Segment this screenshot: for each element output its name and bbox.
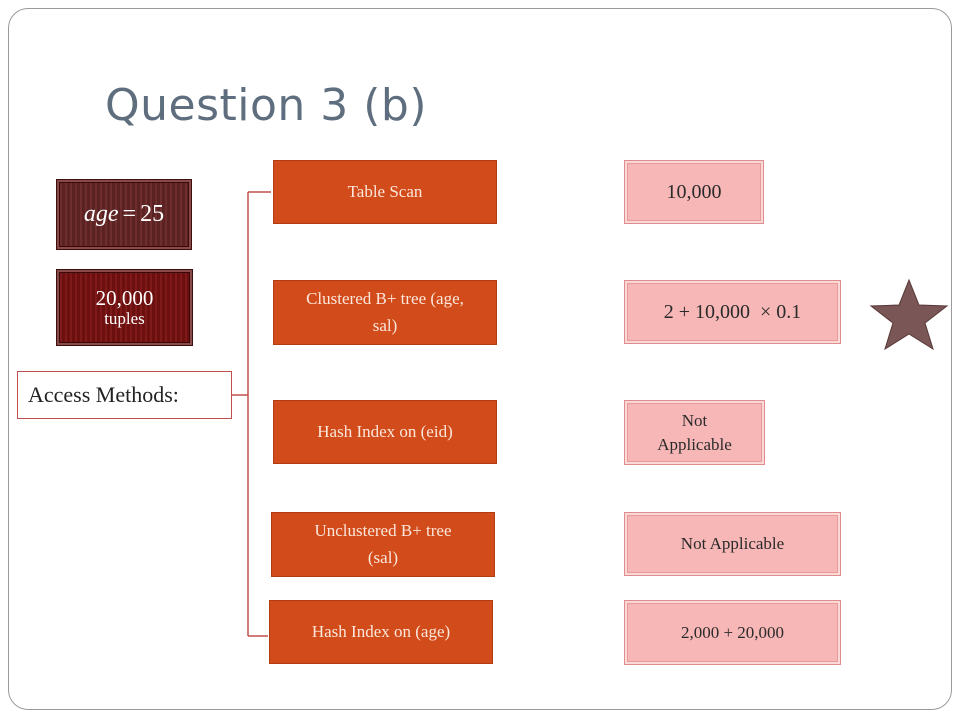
cost-table-scan: 10,000 [624,160,764,224]
method-unclustered-btree: Unclustered B+ tree (sal) [271,512,495,577]
tuple-unit: tuples [104,308,145,328]
method-hash-eid: Hash Index on (eid) [273,400,497,464]
slide-frame [8,8,952,710]
cost-hash-eid: Not Applicable [624,400,765,465]
access-methods-label: Access Methods: [17,371,232,419]
tuple-count: 20,000 [95,285,154,310]
cost-hash-age: 2,000 + 20,000 [624,600,841,665]
predicate-var: age [83,201,119,227]
tuple-count-box: 20,000 tuples [56,269,193,346]
predicate-val: 25 [140,201,165,227]
method-hash-age: Hash Index on (age) [269,600,493,664]
predicate-op: = [122,201,137,227]
method-clustered-btree: Clustered B+ tree (age, sal) [273,280,497,345]
slide-title: Question 3 (b) [105,80,428,131]
cost-clustered-btree: 2 + 10,000 × 0.1 [624,280,841,344]
star-icon [869,278,949,351]
method-table-scan: Table Scan [273,160,497,224]
predicate-box: age = 25 [56,179,192,250]
bracket-line [232,191,271,637]
cost-unclustered-btree: Not Applicable [624,512,841,576]
